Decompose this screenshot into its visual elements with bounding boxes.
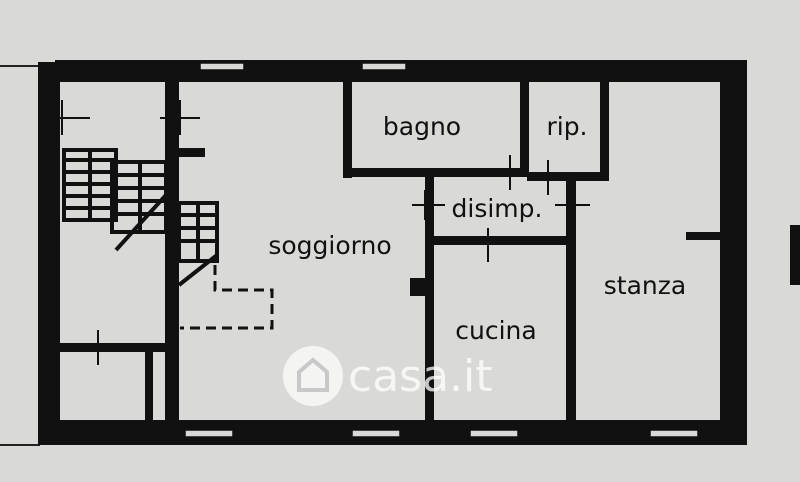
watermark-circle [283,346,343,406]
room-label-stanza: stanza [604,271,686,300]
walls [38,60,747,445]
watermark-text: casa.it [348,351,493,402]
edge-mark [790,225,800,285]
door-markers [42,100,590,365]
windows [184,62,699,438]
house-icon [297,357,329,392]
room-label-rip: rip. [546,112,587,141]
room-label-bagno: bagno [383,112,461,141]
dashed-outline [180,265,274,330]
staircase [62,148,219,287]
room-label-disimp: disimp. [452,194,543,223]
room-label-cucina: cucina [455,316,536,345]
watermark: casa.it [283,346,493,406]
room-label-soggiorno: soggiorno [268,231,391,260]
